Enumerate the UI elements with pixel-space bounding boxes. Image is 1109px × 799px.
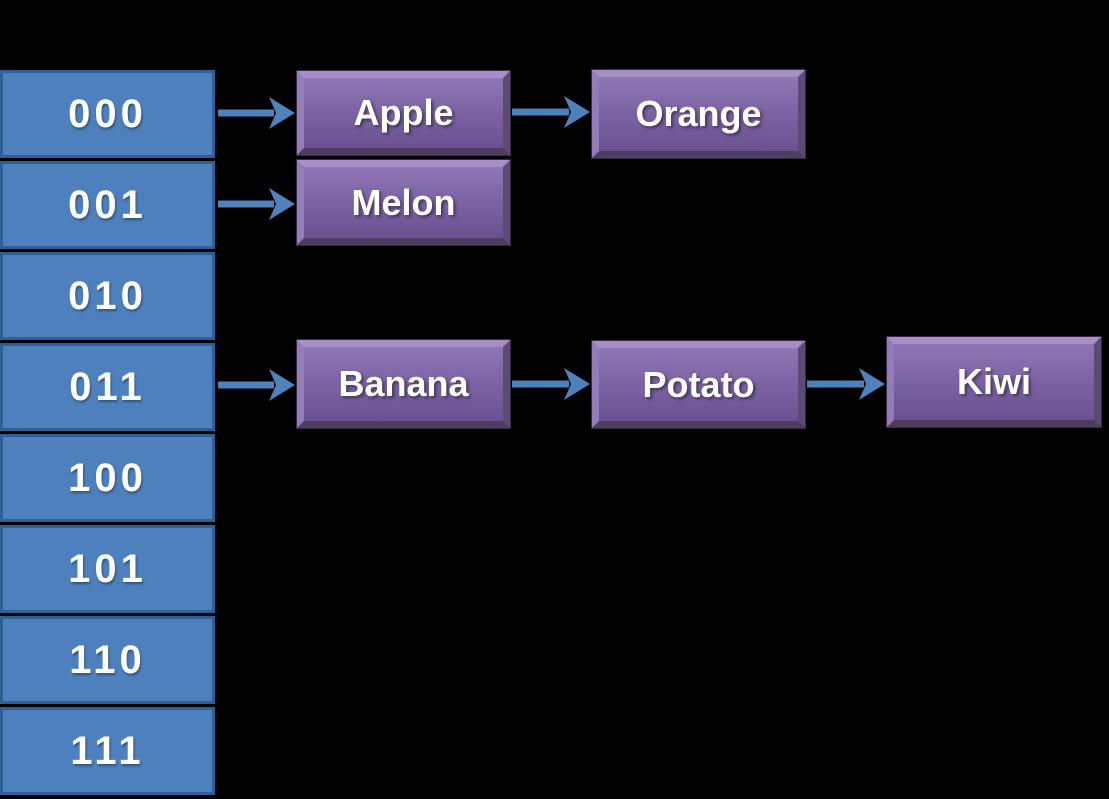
bucket-label: 110 [69, 637, 146, 682]
arrow-apple-to-orange [512, 96, 590, 128]
bucket-label: 111 [70, 728, 145, 773]
bucket-label: 000 [68, 91, 147, 136]
node-apple: Apple [297, 71, 510, 155]
node-label: Kiwi [956, 361, 1031, 402]
arrow-potato-to-kiwi [807, 368, 885, 400]
node-kiwi: Kiwi [887, 337, 1101, 427]
bucket-label: 010 [68, 273, 147, 318]
bucket-label: 101 [68, 546, 147, 591]
bucket-label: 001 [68, 182, 147, 227]
node-label: Banana [338, 363, 469, 404]
bucket-001: 001 [0, 161, 215, 249]
bucket-101: 101 [0, 525, 215, 613]
node-label: Orange [635, 93, 762, 134]
arrow-001-to-melon [218, 188, 295, 220]
arrow-011-to-banana [218, 369, 295, 401]
node-melon: Melon [297, 160, 510, 245]
arrow-banana-to-potato [512, 368, 590, 400]
node-label: Potato [642, 363, 755, 405]
arrow-000-to-apple [218, 97, 295, 129]
node-potato: Potato [592, 341, 805, 428]
bucket-011: 011 [0, 343, 215, 431]
node-label: Melon [351, 181, 456, 223]
bucket-000: 000 [0, 70, 215, 158]
bucket-100: 100 [0, 434, 215, 522]
node-banana: Banana [297, 340, 510, 428]
bucket-111: 111 [0, 707, 215, 795]
bucket-110: 110 [0, 616, 215, 704]
node-label: Apple [353, 92, 454, 133]
node-orange: Orange [592, 70, 805, 158]
bucket-010: 010 [0, 252, 215, 340]
bucket-label: 011 [69, 364, 146, 409]
bucket-label: 100 [68, 455, 147, 500]
